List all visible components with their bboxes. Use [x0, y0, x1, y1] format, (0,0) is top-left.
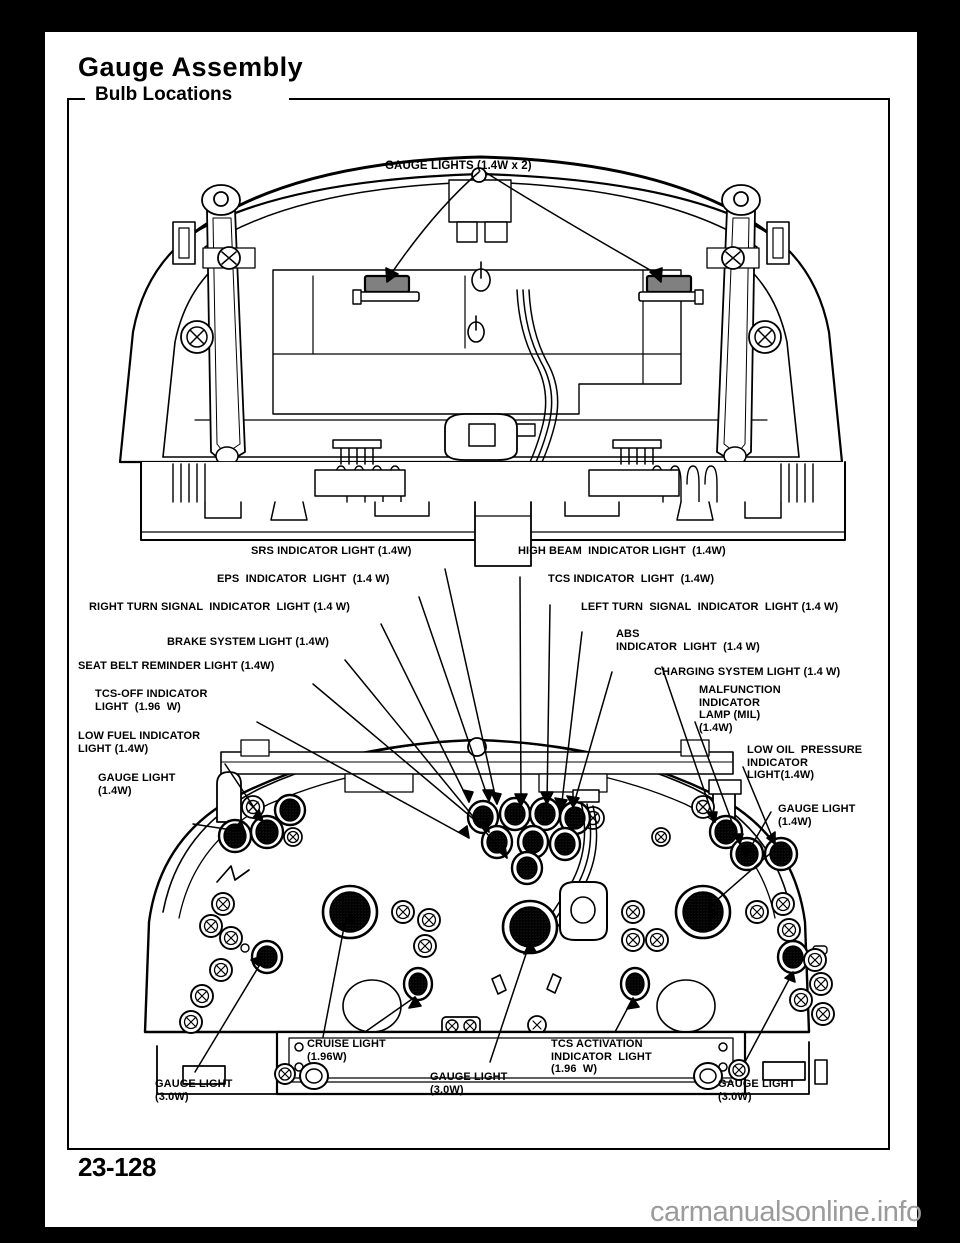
- bulb-socket: [249, 814, 285, 850]
- center-gauge-hub: [501, 899, 559, 955]
- screw-right-lower: [748, 320, 782, 354]
- callout-gauge-lights-pair: GAUGE LIGHTS (1.4W x 2): [385, 160, 532, 172]
- mounting-bracket-left: [201, 184, 246, 466]
- arrowhead-gauge-light-left: [385, 267, 399, 283]
- screw-right-upper: [706, 246, 760, 270]
- callout-eps-indicator-light: EPS INDICATOR LIGHT (1.4 W): [217, 573, 390, 585]
- bulb-socket: [548, 826, 582, 862]
- callout-malfunction-indicator-lamp: MALFUNCTION INDICATOR LAMP (MIL) (1.4W): [699, 684, 781, 734]
- callout-gauge-light-bottom-left-3w: GAUGE LIGHT (3.0W): [155, 1078, 233, 1103]
- bulb-socket: [273, 793, 307, 827]
- screw-left-lower: [180, 320, 214, 354]
- section-frame-top-right-rule: [289, 98, 890, 100]
- bulb-socket-right-lower: [776, 939, 810, 975]
- latch-icon-lower: [467, 315, 485, 343]
- bulb-socket: [516, 824, 550, 860]
- gauge-light-socket-left: [352, 274, 420, 305]
- connector-comb-right: [612, 439, 662, 465]
- gauge-light-socket-right: [638, 274, 704, 305]
- leader-lines: [192, 568, 794, 1073]
- bulb-socket: [217, 818, 253, 854]
- callout-charging-system-light: CHARGING SYSTEM LIGHT (1.4 W): [654, 666, 841, 678]
- mounting-bracket-right: [716, 184, 761, 466]
- leader-arrowheads: [234, 789, 796, 1010]
- leader-gauge-lights: [390, 171, 658, 275]
- bulb-socket: [708, 814, 744, 850]
- bulb-socket: [510, 850, 544, 886]
- page-title: Gauge Assembly: [78, 52, 304, 82]
- case-screws: [179, 892, 835, 1035]
- callout-tcs-indicator-light: TCS INDICATOR LIGHT (1.4W): [548, 573, 715, 585]
- callout-gauge-light-bottom-center-3w: GAUGE LIGHT (3.0W): [430, 1071, 508, 1096]
- section-frame-top-left-stub: [67, 98, 85, 100]
- speedometer-hub: [321, 884, 379, 940]
- page-number: 23-128: [78, 1152, 156, 1182]
- callout-cruise-light: CRUISE LIGHT (1.96W): [307, 1038, 386, 1063]
- callout-tcs-off-indicator-light: TCS-OFF INDICATOR LIGHT (1.96 W): [95, 688, 208, 713]
- screw-left-upper: [202, 246, 256, 270]
- callout-brake-system-light: BRAKE SYSTEM LIGHT (1.4W): [167, 636, 330, 648]
- callout-abs-indicator-light: ABS INDICATOR LIGHT (1.4 W): [616, 628, 760, 653]
- vent-fins-left-outer: [172, 463, 206, 503]
- callout-right-turn-signal-indicator-light: RIGHT TURN SIGNAL INDICATOR LIGHT (1.4 W…: [89, 601, 350, 613]
- callout-tcs-activation-indicator-light: TCS ACTIVATION INDICATOR LIGHT (1.96 W): [551, 1038, 652, 1075]
- vent-fins-right-outer: [780, 463, 814, 503]
- callout-gauge-light-left-1-4w: GAUGE LIGHT (1.4W): [98, 772, 176, 797]
- callout-high-beam-indicator-light: HIGH BEAM INDICATOR LIGHT (1.4W): [518, 545, 726, 557]
- section-label: Bulb Locations: [91, 84, 237, 106]
- callout-srs-indicator-light: SRS INDICATOR LIGHT (1.4W): [251, 545, 412, 557]
- callout-gauge-light-right-1-4w: GAUGE LIGHT (1.4W): [778, 803, 856, 828]
- bulb-socket-cruise: [402, 966, 434, 1002]
- callout-seat-belt-reminder-light: SEAT BELT REMINDER LIGHT (1.4W): [78, 660, 275, 672]
- callout-low-fuel-indicator-light: LOW FUEL INDICATOR LIGHT (1.4W): [78, 730, 201, 755]
- paper-sheet: Gauge Assembly Bulb Locations: [45, 32, 917, 1227]
- callout-left-turn-signal-indicator-light: LEFT TURN SIGNAL INDICATOR LIGHT (1.4 W): [581, 601, 839, 613]
- figure-gauge-assembly-bulb-socket-view: [143, 568, 835, 1096]
- callout-gauge-light-bottom-right-3w: GAUGE LIGHT (3.0W): [718, 1078, 796, 1103]
- figure-gauge-assembly-rear-view: [118, 155, 846, 567]
- section-frame: [67, 98, 890, 1150]
- chassis-fasteners: [274, 1042, 750, 1090]
- callout-low-oil-pressure-indicator-light: LOW OIL PRESSURE INDICATOR LIGHT(1.4W): [747, 744, 863, 781]
- arrowhead-gauge-light-right: [649, 267, 663, 283]
- bulb-socket: [498, 796, 532, 832]
- bulb-socket-tcs-activation: [619, 966, 651, 1002]
- latch-icon-upper: [471, 261, 491, 292]
- watermark: carmanualsonline.info: [650, 1196, 922, 1228]
- connector-comb-left: [332, 439, 382, 465]
- tachometer-hub: [674, 884, 732, 940]
